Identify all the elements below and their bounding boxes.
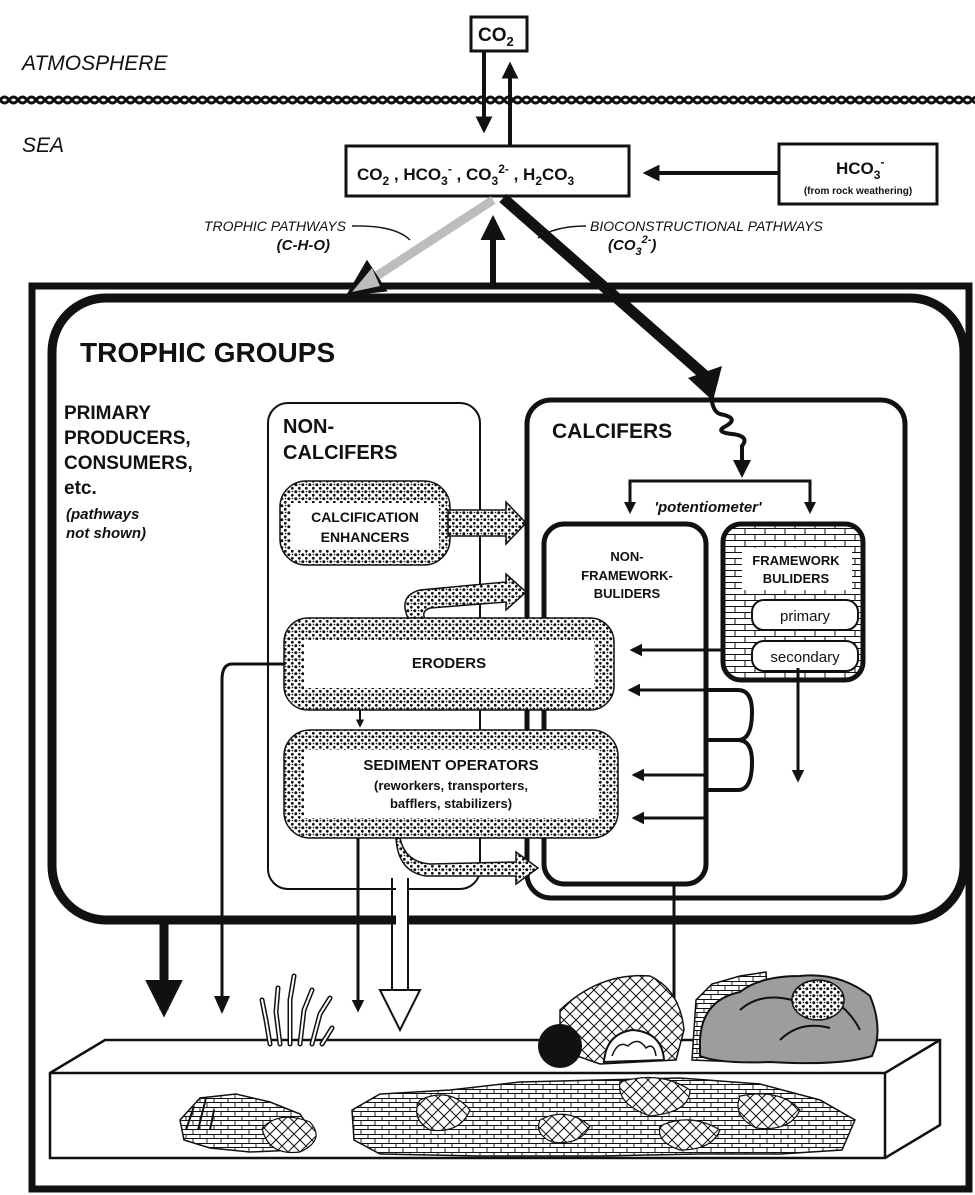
surface-reef-organisms [538, 971, 879, 1068]
non-framework-line1: NON- [610, 549, 643, 564]
secondary-builders-pill [751, 640, 859, 672]
atmospheric-co2-box: CO2 [469, 15, 529, 53]
reef-system-frame [28, 282, 973, 1193]
dissolved-carbon-box: CO2 , HCO3- , CO32- , H2CO3 [344, 144, 631, 198]
svg-text:CONSUMERS,: CONSUMERS, [64, 453, 193, 474]
framework-line2: BULIDERS [763, 571, 830, 586]
rock-weathering-bicarbonate-box: HCO3- (from rock weathering) [777, 142, 939, 206]
non-framework-line2: FRAMEWORK- [581, 568, 673, 583]
branching-coral [259, 973, 335, 1047]
sediment-operators-line3: bafflers, stabilizers) [390, 796, 512, 811]
primary-builders-label: primary [780, 608, 831, 625]
bioconstructional-label-leader [537, 225, 587, 239]
secondary-builders-label: secondary [770, 649, 840, 666]
builder-to-eroder-arrows [355, 643, 755, 825]
svg-text:(from rock weathering): (from rock weathering) [804, 186, 912, 197]
enhancers-label-backing [291, 503, 439, 549]
svg-text:(pathways: (pathways [66, 506, 139, 523]
non-framework-line3: BULIDERS [594, 586, 661, 601]
air-sea-exchange-arrows [475, 51, 519, 145]
sediment-label-backing [304, 750, 598, 818]
enhancement-dotted-arrows [395, 500, 540, 886]
eroders-label-backing [304, 640, 594, 688]
trophic-groups-title: TROPHIC GROUPS [80, 337, 335, 368]
svg-text:etc.: etc. [64, 478, 97, 499]
eroders-label: ERODERS [412, 655, 486, 672]
downward-fluxes [145, 662, 805, 1048]
trophic-groups-box [47, 293, 969, 925]
calcifers-title: CALCIFERS [552, 420, 672, 443]
atmosphere-label: ATMOSPHERE [20, 52, 168, 75]
trophic-arrowhead [352, 268, 380, 292]
svg-text:not shown): not shown) [66, 525, 146, 542]
svg-text:PRODUCERS,: PRODUCERS, [64, 428, 191, 449]
non-calcifers-title-line1: NON- [283, 416, 334, 438]
framework-label-backing [742, 548, 852, 590]
potentiometer-split-arrows [624, 479, 816, 514]
bioconstructional-pathway-arrow [499, 193, 751, 478]
bioconstructional-pathways-label: BIOCONSTRUCTIONAL PATHWAYS [590, 218, 824, 234]
non-calcifers-title-line2: CALCIFERS [283, 442, 397, 464]
primary-producers-label: PRIMARY PRODUCERS, CONSUMERS, etc. (path… [64, 403, 193, 542]
svg-text:PRIMARY: PRIMARY [64, 403, 151, 424]
sediment-operators-line1: SEDIMENT OPERATORS [363, 757, 538, 774]
bioconstructional-formula: (CO32-) [608, 234, 656, 258]
potentiometer-label: 'potentiometer' [654, 499, 762, 516]
buried-framework [179, 1076, 856, 1157]
sea-surface-wave [0, 95, 975, 105]
svg-text:CO2 , HCO3- , CO32- , H2CO3: CO2 , HCO3- , CO32- , H2CO3 [357, 162, 575, 188]
trophic-formula: (C-H-O) [277, 237, 330, 254]
trophic-pathways-label: TROPHIC PATHWAYS [204, 218, 347, 234]
framework-line1: FRAMEWORK [752, 553, 840, 568]
sediment-operators-line2: (reworkers, transporters, [374, 778, 528, 793]
calcification-enhancers-line2: ENHANCERS [321, 529, 410, 545]
sea-label: SEA [22, 134, 64, 157]
trophic-label-leader [351, 225, 411, 241]
svg-text:CO2: CO2 [478, 25, 514, 49]
calcification-enhancers-line1: CALCIFICATION [311, 509, 419, 525]
svg-text:HCO3-: HCO3- [836, 155, 884, 182]
primary-builders-pill [751, 599, 859, 631]
